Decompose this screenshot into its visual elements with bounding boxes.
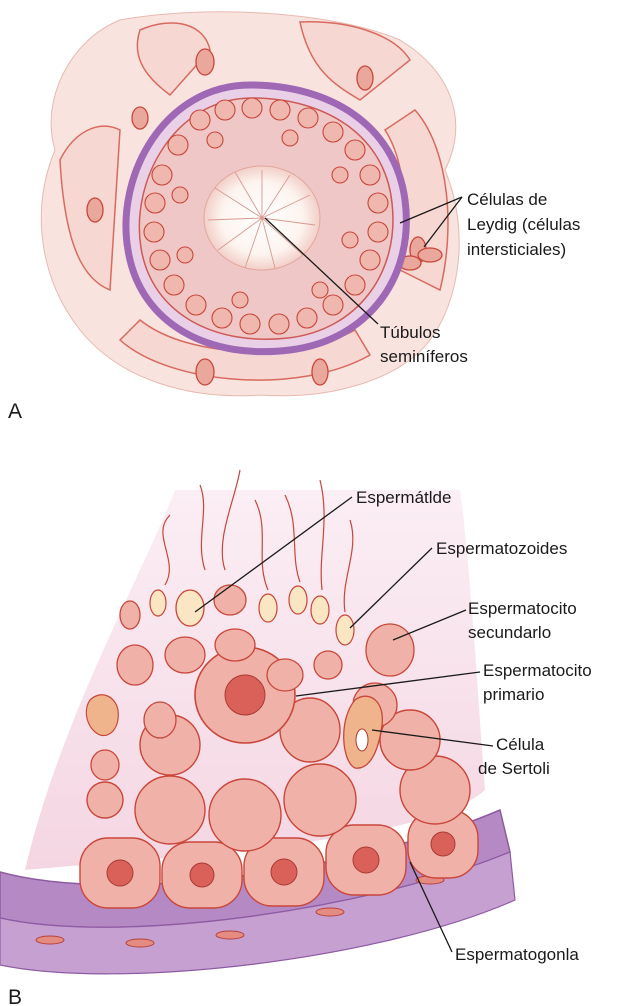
leydig-cell [312,359,328,385]
germ-cell [360,165,380,185]
leydig-cell [196,49,214,75]
germ-cell [323,122,343,142]
label-leydig-line2: Leydig (células [467,215,580,234]
label-leydig-line1: Células de [467,190,547,209]
leydig-cell [357,66,373,90]
panel-letter-a: A [8,400,22,423]
secondary-spermatocyte [366,624,414,676]
germ-cell [345,275,365,295]
germ-cell [144,222,164,242]
spermatid-cell [214,585,246,615]
germ-cell [332,167,348,183]
spermatocyte [135,776,205,844]
germ-cell [145,193,165,213]
spermatid-cell [91,750,119,780]
primary-spermatocyte-nucleus [225,675,265,715]
label-esp-secundario-line2: secundarlo [468,623,551,642]
spermatocyte [87,782,123,818]
germ-cell [368,222,388,242]
germ-cell [240,314,260,334]
myoid-cell [216,931,244,939]
germ-cell [345,140,365,160]
label-espermatide: Espermátlde [356,488,451,507]
label-esp-primario-line1: Espermatocito [483,661,592,680]
label-sertoli-line2: de Sertoli [478,759,550,778]
label-tubulos-line1: Túbulos [380,323,440,342]
myoid-cell [36,936,64,944]
germ-cell [215,100,235,120]
spermatid-cell [215,629,255,661]
germ-cell [242,98,262,118]
germ-cell [168,135,188,155]
germ-cell [312,282,328,298]
germ-cell [150,250,170,270]
spermatid-cell [117,645,153,685]
myoid-cell [126,939,154,947]
spermatid-cell [314,651,342,679]
germ-cell [177,247,193,263]
spermatid-cell [144,702,176,738]
label-sertoli-line1: Célula [496,735,545,754]
spermatid-cell [120,601,140,629]
germ-cell [207,132,223,148]
germ-cell [270,100,290,120]
germ-cell [212,308,232,328]
spermatocyte [209,779,281,851]
label-espermatozoides: Espermatozoides [436,539,567,558]
label-tubulos-line2: seminíferos [380,347,468,366]
panel-b: Espermátlde Espermatozoides Espermatocit… [0,470,592,1006]
germ-cell [164,275,184,295]
leydig-cell [87,198,103,222]
germ-cell [172,187,188,203]
spermatocyte [284,764,356,836]
sertoli-nucleus [356,729,368,751]
germ-cell [297,308,317,328]
myoid-cell [316,908,344,916]
germ-cell [282,130,298,146]
germ-cell [269,314,289,334]
germ-cell [360,250,380,270]
spermatid-cell [267,659,303,691]
germ-cell [232,292,248,308]
germ-cell [186,295,206,315]
germ-cell [342,232,358,248]
leydig-cell [196,359,214,385]
germ-cell [323,295,343,315]
germ-cell [152,165,172,185]
label-esp-primario-line2: primario [483,685,544,704]
panel-letter-b: B [8,986,22,1006]
label-espermatogonia: Espermatogonla [455,945,579,964]
germ-cell [298,108,318,128]
germ-cell [190,110,210,130]
label-esp-secundario-line1: Espermatocito [468,599,577,618]
panel-a: Células de Leydig (células intersticiale… [8,12,580,423]
spermatid-cell [165,637,205,673]
leydig-cell [132,107,148,129]
leydig-cell [418,248,442,262]
label-leydig-line3: intersticiales) [467,240,566,259]
germ-cell [368,193,388,213]
